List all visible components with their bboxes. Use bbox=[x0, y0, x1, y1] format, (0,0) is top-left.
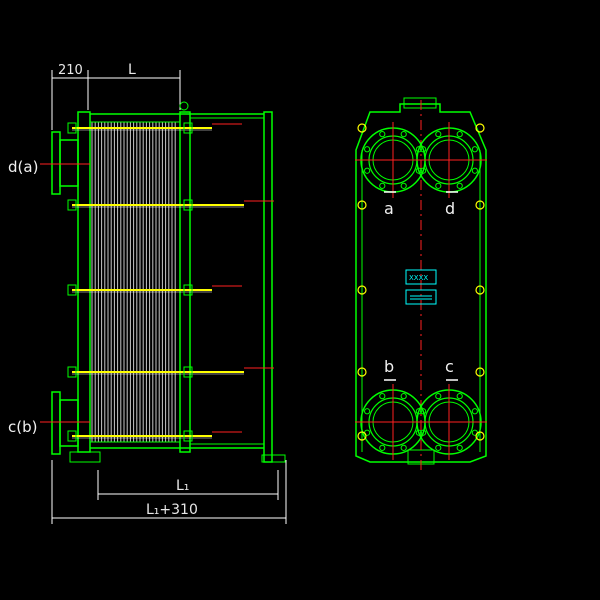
port-label-da: d(a) bbox=[8, 158, 38, 176]
flange-bolt-hole bbox=[364, 167, 371, 174]
bolt-nut bbox=[183, 199, 193, 211]
flange-bolt-hole bbox=[471, 408, 478, 415]
port-label-d: d bbox=[445, 199, 455, 218]
flange-bolt-hole bbox=[435, 182, 442, 189]
nozzle-upper bbox=[51, 131, 79, 195]
bolt-nut bbox=[183, 122, 193, 134]
plate-pack bbox=[90, 121, 180, 443]
edge-bolt bbox=[357, 200, 367, 210]
bolt-nut bbox=[67, 122, 77, 134]
flange-bolt-hole bbox=[400, 182, 407, 189]
port-flanges bbox=[355, 122, 487, 460]
foot-left bbox=[69, 451, 101, 463]
side-view: 210 L d(a) c(b) bbox=[8, 62, 287, 524]
top-lug bbox=[403, 97, 437, 109]
fixed-frame-plate bbox=[77, 111, 91, 453]
flange-bolt-hole bbox=[400, 393, 407, 400]
support-column bbox=[263, 111, 273, 463]
edge-bolt bbox=[475, 200, 485, 210]
pressure-plate bbox=[179, 111, 191, 453]
flange-bolt-hole bbox=[456, 444, 463, 451]
bolt-nut bbox=[183, 284, 193, 296]
edge-bolt bbox=[475, 285, 485, 295]
flange-bolt-hole bbox=[364, 408, 371, 415]
port-label-b: b bbox=[384, 357, 394, 376]
edge-bolt bbox=[357, 285, 367, 295]
flange-bolt-hole bbox=[420, 408, 427, 415]
nameplate: XXXX bbox=[405, 269, 437, 305]
front-bolts bbox=[357, 123, 485, 441]
edge-bolt bbox=[475, 431, 485, 441]
nozzle-lower bbox=[51, 391, 79, 455]
flange-bolt-hole bbox=[379, 393, 386, 400]
dim-L1: L₁ bbox=[176, 478, 189, 494]
foot-right bbox=[261, 454, 286, 463]
nameplate-text: XXXX bbox=[409, 274, 428, 282]
port-label-marks bbox=[384, 191, 458, 381]
flange-bolt-hole bbox=[400, 444, 407, 451]
top-dimension bbox=[51, 70, 181, 130]
flange-bolt-hole bbox=[435, 131, 442, 138]
edge-bolt bbox=[357, 431, 367, 441]
dim-L: L bbox=[128, 62, 136, 78]
lifting-eye bbox=[179, 101, 189, 111]
bolt-nut bbox=[183, 430, 193, 442]
flange-bolt-hole bbox=[456, 393, 463, 400]
bottom-dimensions bbox=[51, 460, 287, 524]
edge-bolt bbox=[475, 367, 485, 377]
port-label-a: a bbox=[384, 199, 394, 218]
flange-bolt-hole bbox=[415, 167, 422, 174]
flange-bolt-hole bbox=[471, 167, 478, 174]
tie-bolts bbox=[67, 101, 274, 442]
bolt-nut bbox=[67, 199, 77, 211]
bolt-nut bbox=[67, 366, 77, 378]
flange-bolt-hole bbox=[456, 182, 463, 189]
flange-bolt-hole bbox=[400, 131, 407, 138]
flange-bolt-hole bbox=[435, 444, 442, 451]
flange-bolt-hole bbox=[364, 146, 371, 153]
flange-bolt-hole bbox=[471, 146, 478, 153]
port-label-c: c bbox=[445, 357, 454, 376]
edge-bolt bbox=[357, 367, 367, 377]
flange-bolt-hole bbox=[379, 182, 386, 189]
bolt-nut bbox=[183, 366, 193, 378]
side-centerlines bbox=[40, 163, 90, 423]
flange-bolt-hole bbox=[456, 131, 463, 138]
flange-bolt-hole bbox=[435, 393, 442, 400]
front-view: a d b c XXXX bbox=[355, 97, 487, 470]
flange-bolt-hole bbox=[415, 408, 422, 415]
port-label-cb: c(b) bbox=[8, 418, 37, 436]
flange-bolt-hole bbox=[420, 146, 427, 153]
front-frame-outline bbox=[355, 103, 487, 463]
bolt-nut bbox=[67, 284, 77, 296]
edge-bolt bbox=[357, 123, 367, 133]
edge-bolt bbox=[475, 123, 485, 133]
flange-bolt-hole bbox=[415, 146, 422, 153]
flange-bolt-hole bbox=[379, 444, 386, 451]
dim-210: 210 bbox=[58, 63, 83, 78]
dim-L1-310: L₁+310 bbox=[146, 502, 198, 518]
flange-bolt-hole bbox=[415, 429, 422, 436]
flange-bolt-hole bbox=[420, 167, 427, 174]
bolt-nut bbox=[67, 430, 77, 442]
flange-bolt-hole bbox=[420, 429, 427, 436]
flange-bolt-hole bbox=[379, 131, 386, 138]
